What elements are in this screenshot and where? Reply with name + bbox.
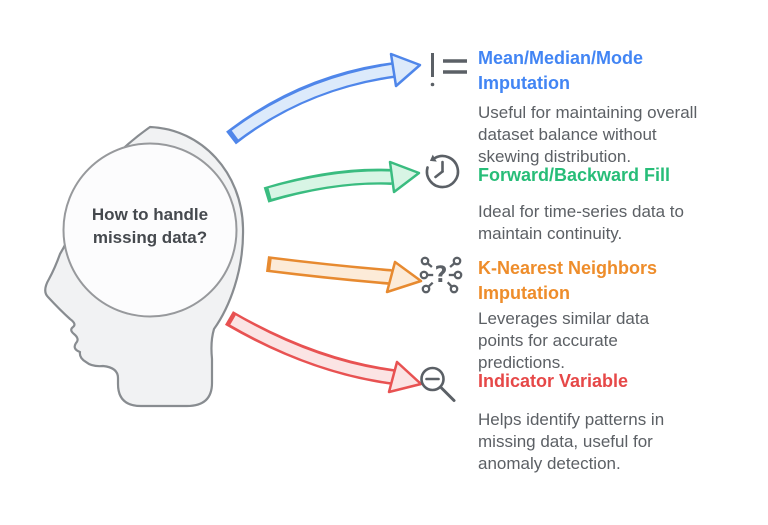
item-indicator-variable: Indicator Variable Helps identify patter… (478, 369, 768, 475)
not-equal-icon (430, 53, 467, 87)
svg-text:?: ? (435, 263, 448, 288)
item-description: Leverages similar data points for accura… (478, 308, 768, 374)
item-title: Indicator Variable (478, 369, 768, 394)
title-line: Forward/Backward Fill (478, 165, 671, 185)
desc-line: Helps identify patterns in (478, 410, 665, 429)
desc-line: skewing distribution. (478, 147, 632, 166)
question-line: missing data? (92, 228, 208, 247)
item-description: Useful for maintaining overall dataset b… (478, 102, 768, 168)
desc-line: dataset balance without (478, 125, 657, 144)
item-mean-median-mode: Mean/Median/Mode Imputation Useful for m… (478, 46, 768, 168)
item-title: K-Nearest Neighbors Imputation (478, 256, 768, 306)
item-forward-backward-fill: Forward/Backward Fill Ideal for time-ser… (478, 163, 768, 245)
desc-line: missing data, useful for (478, 432, 653, 451)
item-description: Helps identify patterns in missing data,… (478, 409, 768, 475)
title-line: K-Nearest Neighbors (478, 258, 658, 278)
arrow-forward-backward-fill (263, 160, 421, 203)
desc-line: maintain continuity. (478, 224, 623, 243)
history-icon (425, 154, 460, 189)
desc-line: anomaly detection. (478, 454, 621, 473)
desc-line: Useful for maintaining overall (478, 103, 698, 122)
question-line: How to handle (91, 205, 209, 224)
desc-line: points for accurate (478, 331, 618, 350)
title-line: Mean/Median/Mode (478, 48, 644, 68)
arrow-knn-imputation (265, 256, 423, 294)
desc-line: predictions. (478, 353, 565, 372)
arrow-indicator-variable (224, 311, 423, 394)
title-line: Imputation (478, 283, 570, 303)
arrow-mean-median-mode (226, 52, 422, 145)
item-description: Ideal for time-series data to maintain c… (478, 201, 768, 245)
desc-line: Leverages similar data (478, 309, 650, 328)
title-line: Imputation (478, 73, 570, 93)
item-title: Mean/Median/Mode Imputation (478, 46, 768, 96)
item-title: Forward/Backward Fill (478, 163, 768, 188)
zoom-out-icon (420, 366, 456, 402)
question-text: How to handle missing data? (65, 203, 235, 249)
title-line: Indicator Variable (478, 371, 629, 391)
desc-line: Ideal for time-series data to (478, 202, 684, 221)
brain-circle (62, 142, 238, 318)
scatter-nodes-icon: ? (419, 256, 463, 294)
item-knn-imputation: K-Nearest Neighbors Imputation Leverages… (478, 256, 768, 374)
